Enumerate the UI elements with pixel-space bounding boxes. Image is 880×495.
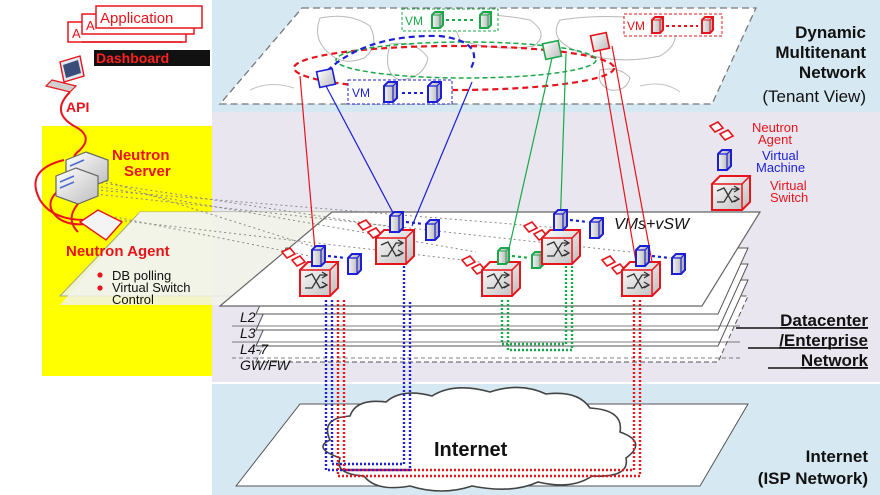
dashboard-label: Dashboard bbox=[96, 50, 169, 66]
legend: Neutron Agent Virtual Machine Virtual Sw… bbox=[709, 120, 808, 211]
l3-label: L3 bbox=[240, 325, 256, 341]
blue-vm-label: VM bbox=[352, 86, 370, 100]
datacenter-line1: Datacenter bbox=[780, 311, 868, 330]
dynamic-line3: Network bbox=[799, 63, 867, 82]
green-tenant-ellipse bbox=[335, 41, 597, 79]
computer-icon bbox=[44, 55, 85, 93]
blue-tenant-path bbox=[319, 34, 476, 79]
internet-line2: (ISP Network) bbox=[758, 469, 868, 488]
neutron-agent-icon bbox=[78, 209, 124, 241]
internet-title: Internet (ISP Network) bbox=[758, 447, 869, 488]
map-node-green bbox=[541, 39, 563, 61]
neutron-server-icon bbox=[55, 151, 109, 205]
vms-vsw-label: VMs+vSW bbox=[614, 216, 691, 233]
agent-bullet-1: DB polling bbox=[112, 268, 171, 283]
datacenter-line3: Network bbox=[801, 351, 869, 370]
internet-cloud-label: Internet bbox=[434, 439, 508, 461]
l47-label: L4-7 bbox=[240, 341, 269, 357]
map-node-blue bbox=[315, 67, 337, 89]
legend-vsw-line1: Virtual bbox=[770, 178, 807, 193]
datacenter-line2: /Enterprise bbox=[779, 331, 868, 350]
datacenter-title: Datacenter /Enterprise Network bbox=[779, 311, 868, 370]
dashboard-bar bbox=[94, 50, 210, 66]
dynamic-line2: Multitenant bbox=[775, 43, 866, 62]
agent-bullet-2: Virtual Switch bbox=[112, 280, 191, 295]
api-label: API bbox=[66, 99, 89, 115]
map-node-red bbox=[589, 31, 611, 53]
agent-bullet-3: Control bbox=[112, 292, 154, 307]
physical-uplinks bbox=[324, 260, 642, 478]
application-stack: A A Application bbox=[67, 5, 203, 43]
dynamic-line1: Dynamic bbox=[795, 23, 866, 42]
bullet-1 bbox=[97, 272, 103, 278]
bullet-2 bbox=[97, 285, 103, 291]
app-letter-1: A bbox=[72, 26, 81, 41]
neutron-server-line1: Neutron bbox=[112, 147, 170, 164]
green-vm-label: VM bbox=[405, 14, 423, 28]
tenant-view-title: Dynamic Multitenant Network (Tenant View… bbox=[762, 23, 866, 106]
app-letter-2: A bbox=[86, 18, 95, 33]
internet-line1: Internet bbox=[806, 447, 869, 466]
dynamic-line4: (Tenant View) bbox=[762, 87, 866, 106]
red-tenant-ellipse bbox=[292, 44, 616, 92]
legend-vsw-line2: Switch bbox=[770, 190, 808, 205]
l2-label: L2 bbox=[240, 309, 256, 325]
green-vm-group bbox=[401, 8, 499, 32]
legend-agent-line2: Agent bbox=[758, 132, 792, 147]
neutron-server-line2: Server bbox=[124, 163, 171, 180]
red-vm-label: VM bbox=[627, 19, 645, 33]
application-label: Application bbox=[100, 10, 173, 27]
gwfw-label: GW/FW bbox=[240, 357, 292, 373]
legend-agent-line1: Neutron bbox=[752, 120, 798, 135]
neutron-agent-label: Neutron Agent bbox=[66, 243, 170, 260]
legend-vm-line1: Virtual bbox=[762, 148, 799, 163]
tenant-mapping-lines bbox=[299, 45, 653, 263]
legend-vm-line2: Machine bbox=[756, 160, 805, 175]
